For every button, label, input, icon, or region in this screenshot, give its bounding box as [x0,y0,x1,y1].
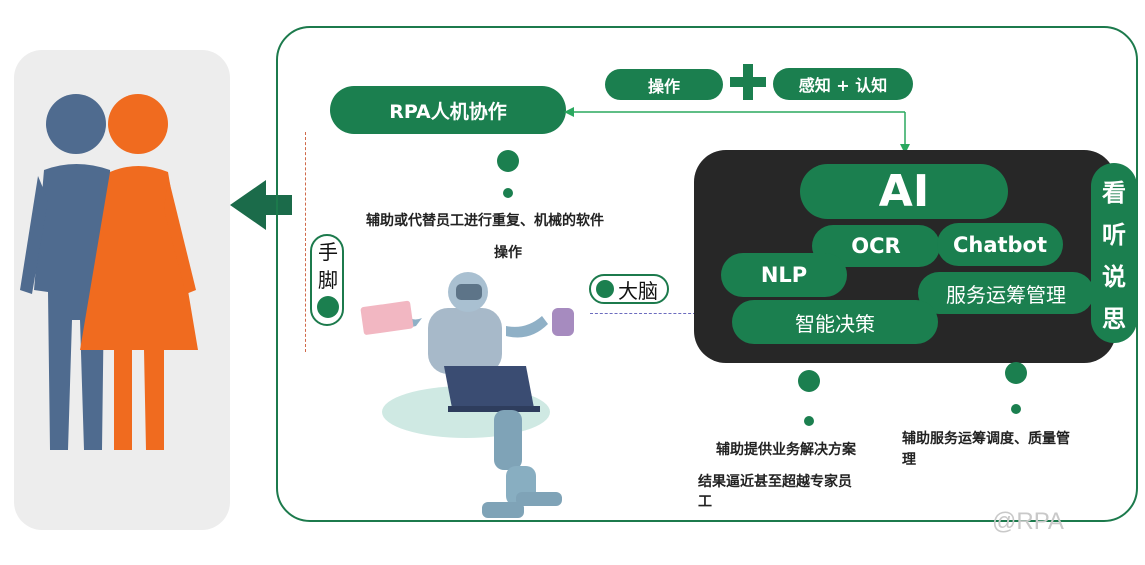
perception-cognition-pill: 感知 + 认知 [773,68,913,100]
brain-dot [596,280,614,298]
nlp-pill: NLP [721,253,847,297]
chatbot-pill: Chatbot [937,223,1063,266]
operation-pill: 操作 [605,69,723,100]
connector-arrows [564,107,910,154]
decision-note-line1: 辅助提供业务解决方案 [716,442,856,458]
ai-title: AI [800,164,1008,219]
service-note-line1: 辅助服务运筹调度、质量管 [902,431,1070,447]
service-note-line2: 理 [902,452,916,468]
hands-label: 手 脚 [316,238,340,294]
sense-see: 看 [1102,177,1126,207]
hands-char-1: 手 [318,240,338,264]
service-dot-large [1005,362,1027,384]
sense-speak: 说 [1102,261,1126,291]
rpa-description-line2: 操作 [494,245,522,261]
brain-label: 大脑 [618,279,658,303]
brain-box [589,274,669,304]
decision-dot-large [798,370,820,392]
intelligent-decision-pill: 智能决策 [732,300,938,344]
hands-char-2: 脚 [318,268,338,292]
service-management-pill: 服务运筹管理 [918,272,1094,314]
person-orange [80,94,198,450]
plus-icon [730,64,766,100]
robot-illustration [360,272,574,518]
rpa-title: RPA人机协作 [330,86,566,134]
service-dot-small [1011,404,1021,414]
people-icon [20,94,198,450]
rpa-dot-small [503,188,513,198]
left-arrow-icon [230,180,292,230]
main-frame [276,26,1138,522]
rpa-dot-large [497,150,519,172]
dashed-divider [305,132,306,352]
decision-note-line3: 工 [698,494,712,510]
sense-think: 思 [1102,303,1126,333]
decision-dot-small [804,416,814,426]
person-blue [20,94,118,450]
watermark: @RPA [992,508,1064,535]
sense-hear: 听 [1102,219,1126,249]
senses-bar: 看 听 说 思 [1091,163,1137,343]
brain-dashed-connector [590,313,696,314]
rpa-description-line1: 辅助或代替员工进行重复、机械的软件 [366,213,604,229]
hands-dot [317,296,339,318]
decision-note-line2: 结果逼近甚至超越专家员 [698,474,852,490]
